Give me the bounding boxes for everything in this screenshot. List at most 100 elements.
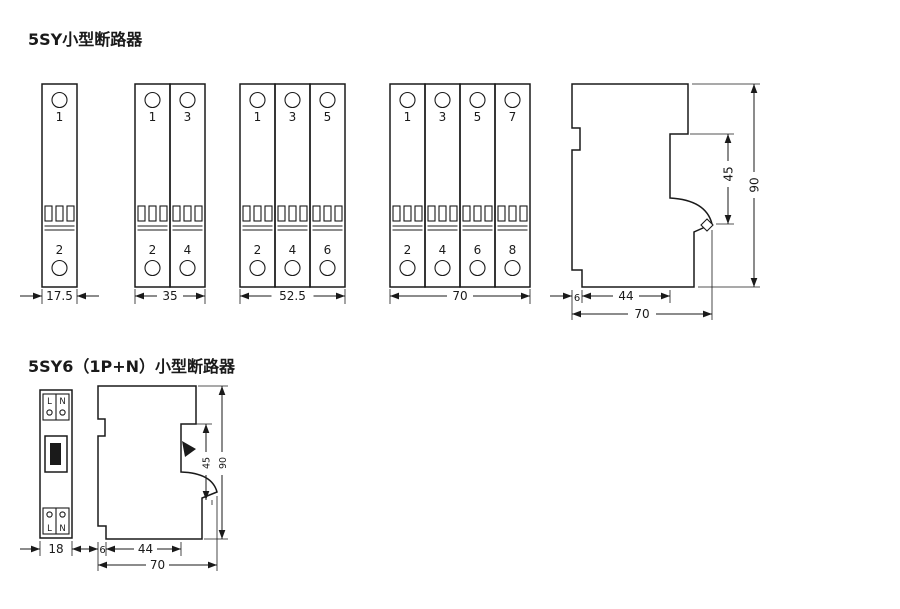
top-terminal-screw — [469, 91, 486, 109]
dim-depth-total: 70 — [572, 307, 712, 321]
top-terminal-number: 3 — [184, 110, 192, 124]
dim-depth-total: 70 — [98, 558, 217, 572]
bottom-terminal-screw — [249, 259, 266, 277]
extension-lines — [571, 83, 760, 320]
bottom-terminal-label-l: L — [47, 524, 52, 534]
handle-segment — [438, 205, 447, 222]
dim-label-45: 45 — [202, 457, 213, 469]
dim-height-total: 90 — [748, 84, 762, 287]
dim-width-1pn: 18 — [20, 541, 92, 556]
handle-segment — [137, 205, 146, 222]
bottom-terminal-number: 6 — [324, 243, 332, 257]
top-terminal-screw — [46, 409, 53, 416]
top-terminal-screw — [144, 91, 161, 109]
top-terminal-number: 1 — [404, 110, 412, 124]
handle-segment — [497, 205, 506, 222]
dim-label-44: 44 — [618, 289, 633, 303]
din-clip-detail — [700, 218, 714, 232]
top-terminal-screw — [249, 91, 266, 109]
width-dimension-label: 52.5 — [279, 289, 306, 303]
bottom-terminal-number: 2 — [254, 243, 262, 257]
handle-segment — [334, 205, 343, 222]
handle-segment — [449, 205, 458, 222]
top-terminal-screw — [59, 409, 66, 416]
dim-height-front: 45 — [202, 424, 213, 500]
width-dimension: 52.5 — [239, 289, 346, 304]
bottom-terminal-number: 2 — [149, 243, 157, 257]
top-terminal-screw — [179, 91, 196, 109]
handle-segment — [242, 205, 251, 222]
handle-segment — [427, 205, 436, 222]
bottom-terminal-screw — [469, 259, 486, 277]
top-terminal-number: 5 — [474, 110, 482, 124]
handle-segment — [264, 205, 273, 222]
dim-label-90: 90 — [748, 177, 762, 192]
bottom-terminal-screw — [399, 259, 416, 277]
bottom-terminal-screw — [319, 259, 336, 277]
top-terminal-screw — [434, 91, 451, 109]
handle-segment — [194, 205, 203, 222]
top-terminal-screw — [51, 91, 68, 109]
handle-segment — [288, 205, 297, 222]
handle-segment — [473, 205, 482, 222]
handle-segment — [183, 205, 192, 222]
bottom-terminal-number: 6 — [474, 243, 482, 257]
handle-segment — [55, 205, 64, 222]
bottom-terminal-screw — [179, 259, 196, 277]
handle-segment — [253, 205, 262, 222]
bottom-terminal-label-n: N — [59, 524, 65, 534]
handle-segment — [508, 205, 517, 222]
side-profile — [571, 83, 713, 288]
handle-segment — [172, 205, 181, 222]
bottom-terminal-number: 4 — [439, 243, 447, 257]
width-dimension-label: 35 — [162, 289, 177, 303]
top-terminal-screw — [504, 91, 521, 109]
bottom-terminal-number: 4 — [289, 243, 297, 257]
dim-label-45: 45 — [722, 166, 736, 181]
leader-arrow — [182, 441, 196, 457]
top-terminal-screw — [284, 91, 301, 109]
top-terminal-label-n: N — [59, 397, 65, 407]
top-terminal-number: 1 — [149, 110, 157, 124]
handle-segment — [414, 205, 423, 222]
dim-depth-mid: 44 — [106, 542, 181, 556]
dim-label-90: 90 — [218, 457, 229, 469]
front-view-1pn: L N L N 18 — [20, 389, 92, 556]
bottom-terminal-number: 4 — [184, 243, 192, 257]
handle-segment — [148, 205, 157, 222]
handle-segment — [392, 205, 401, 222]
top-terminal-screw — [399, 91, 416, 109]
bottom-terminal-screw — [144, 259, 161, 277]
toggle-frame — [44, 435, 68, 473]
width-dimension: 35 — [134, 289, 206, 304]
bottom-terminal-screw — [51, 259, 68, 277]
dim-depth-lip: 6 — [550, 292, 580, 304]
dim-depth-mid: 44 — [582, 289, 670, 303]
dim-label-6: 6 — [99, 545, 105, 556]
pole-body — [309, 83, 346, 288]
handle-segment — [159, 205, 168, 222]
handle-segment — [519, 205, 528, 222]
section2-title: 5SY6（1P+N）小型断路器 — [28, 357, 236, 376]
bottom-terminal-screw — [284, 259, 301, 277]
dim-label-44: 44 — [138, 542, 153, 556]
width-dimension: 17.5 — [20, 289, 99, 304]
handle-segment — [403, 205, 412, 222]
dim-label-70: 70 — [634, 307, 649, 321]
top-terminal-number: 3 — [289, 110, 297, 124]
handle-segment — [484, 205, 493, 222]
top-terminal-label-l: L — [47, 397, 52, 407]
handle-segment — [312, 205, 321, 222]
side-profile — [97, 385, 218, 540]
toggle-handle — [50, 443, 61, 465]
width-dimension-label: 70 — [452, 289, 467, 303]
handle-segment — [44, 205, 53, 222]
handle-segment — [462, 205, 471, 222]
bottom-terminal-screw — [46, 511, 53, 518]
top-terminal-number: 1 — [254, 110, 262, 124]
top-terminal-number: 1 — [56, 110, 64, 124]
section1-title: 5SY小型断路器 — [28, 30, 143, 49]
bottom-terminal-screw — [504, 259, 521, 277]
